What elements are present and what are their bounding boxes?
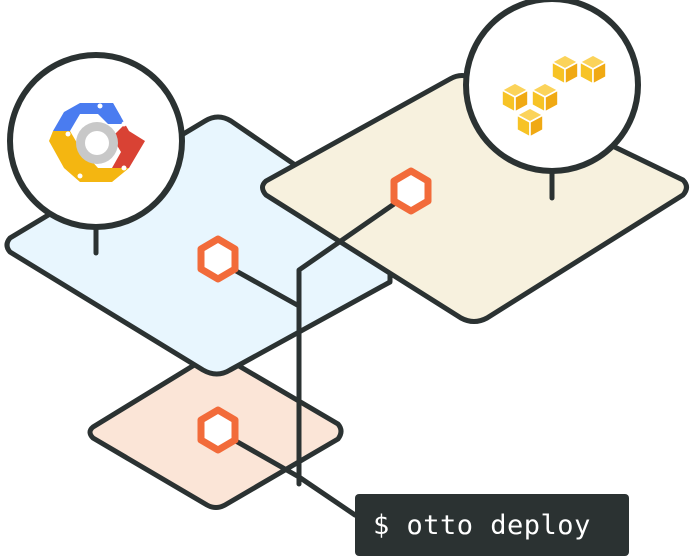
connector-aws-to-terminal — [296, 192, 410, 487]
terminal-box: $ otto deploy — [355, 494, 629, 556]
node-aws-hexagon-icon — [390, 167, 432, 215]
gcp-badge — [7, 52, 185, 230]
terminal-command: $ otto deploy — [373, 509, 591, 541]
node-local-hexagon-icon — [197, 406, 239, 454]
aws-badge — [463, 0, 641, 174]
node-gcp-hexagon-icon — [197, 235, 239, 283]
google-cloud-platform-icon — [49, 103, 145, 182]
connector-local-to-terminal — [217, 429, 358, 518]
aws-cubes-icon — [501, 54, 607, 138]
